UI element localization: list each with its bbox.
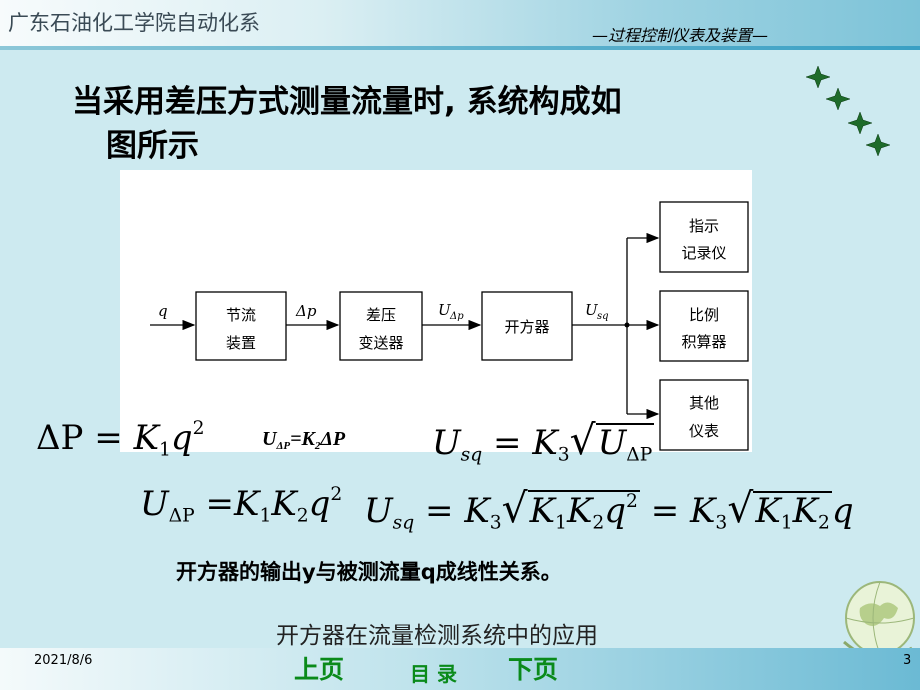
u-dp-signal-sub: Δp — [449, 311, 464, 322]
header-divider — [0, 46, 920, 50]
slide-date: 2021/8/6 — [34, 653, 93, 668]
recorder-block-label-1: 指示 — [689, 217, 719, 235]
formula-u-dp-expanded: UΔP =K1K2q2 — [140, 484, 343, 527]
figure-caption: 开方器在流量检测系统中的应用 — [276, 623, 598, 649]
footer-bar — [0, 648, 920, 690]
star-icon — [865, 133, 891, 157]
other-block-label-1: 其他 — [689, 394, 719, 412]
integrator-block-label-1: 比例 — [689, 306, 719, 324]
school-name: 广东石油化工学院自动化系 — [8, 11, 260, 35]
integrator-block-label-2: 积算器 — [681, 333, 726, 351]
star-icon — [805, 65, 831, 89]
u-dp-signal-label: U — [438, 301, 452, 319]
next-page-link[interactable]: 下页 — [508, 655, 559, 684]
slide-title: 当采用差压方式测量流量时, 系统构成如 图所示 — [72, 80, 772, 168]
dp-transmitter-block — [339, 291, 423, 361]
star-icon — [847, 111, 873, 135]
throttle-block-label-2: 装置 — [226, 334, 256, 352]
dp-signal-label: Δp — [295, 302, 317, 320]
star-icon — [825, 87, 851, 111]
course-title: —过程控制仪表及装置— — [592, 26, 769, 45]
sparkle-stars-decoration — [805, 65, 891, 157]
slide-title-line2: 图所示 — [106, 128, 199, 164]
transmitter-block-label-2: 变送器 — [358, 334, 403, 352]
indicator-recorder-block — [659, 201, 749, 273]
formula-u-dp: UΔP=K2ΔP — [262, 428, 346, 452]
throttle-block-label-1: 节流 — [226, 306, 256, 324]
slide-title-line1: 当采用差压方式测量流量时, 系统构成如 — [72, 84, 622, 120]
extractor-block-label: 开方器 — [504, 318, 549, 336]
square-root-extractor-block — [481, 291, 573, 361]
proportional-integrator-block — [659, 290, 749, 362]
prev-page-link[interactable]: 上页 — [294, 655, 345, 684]
u-sq-signal-sub: sq — [597, 311, 609, 322]
input-q-label: q — [158, 302, 168, 320]
formula-u-sq: Usq = K3√UΔP — [432, 416, 655, 466]
table-of-contents-link[interactable]: 目 录 — [410, 662, 457, 686]
page-number: 3 — [903, 653, 912, 668]
recorder-block-label-2: 记录仪 — [681, 244, 726, 262]
flow-measurement-block-diagram: q 节流 装置 Δp 差压 变送器 U Δp 开方器 U sq 指示 记录仪 比… — [120, 170, 752, 452]
u-sq-signal-label: U — [585, 301, 599, 319]
header-bar — [0, 0, 920, 46]
formula-u-sq-expanded: Usq = K3√K1K2q2 = K3√K1K2q — [364, 484, 854, 534]
transmitter-block-label-1: 差压 — [366, 306, 396, 324]
throttle-device-block — [195, 291, 287, 361]
other-instruments-block — [659, 379, 749, 451]
other-block-label-2: 仪表 — [689, 422, 719, 440]
conclusion-text: 开方器的输出y与被测流量q成线性关系。 — [176, 560, 562, 584]
formula-dp-q: ΔP = K1q2 — [36, 418, 205, 461]
